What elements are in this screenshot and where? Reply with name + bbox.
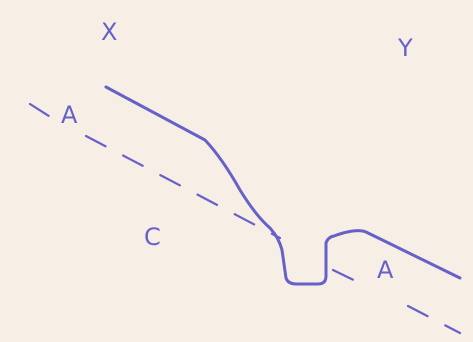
solid-profile-line [104, 85, 462, 286]
label-y: Y [398, 34, 413, 62]
dashed-boundary-line-left [28, 102, 282, 240]
label-a-right: A [377, 256, 394, 284]
dashed-boundary-line-right [331, 268, 462, 335]
label-a-left: A [61, 101, 78, 129]
label-c: C [144, 223, 161, 251]
label-x: X [101, 18, 118, 46]
